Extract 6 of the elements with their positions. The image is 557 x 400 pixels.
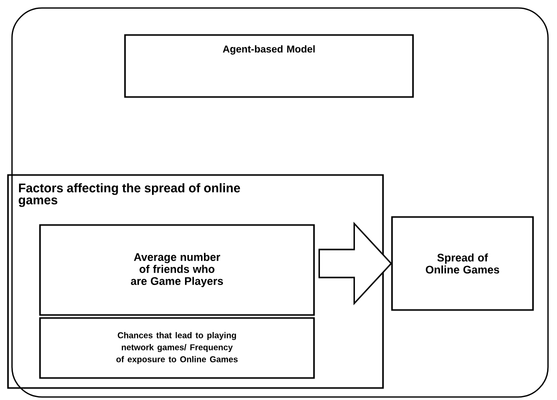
block-arrow: [318, 222, 392, 306]
process-box: Agent-based Model: [124, 34, 414, 98]
process-box: Spread of Online Games: [391, 216, 534, 311]
frame-box: [11, 7, 549, 398]
process-box: Average number of friends who are Game Players: [39, 224, 315, 316]
process-box: Chances that lead to playing network games/ Frequency of exposure to Online Games: [39, 317, 315, 379]
